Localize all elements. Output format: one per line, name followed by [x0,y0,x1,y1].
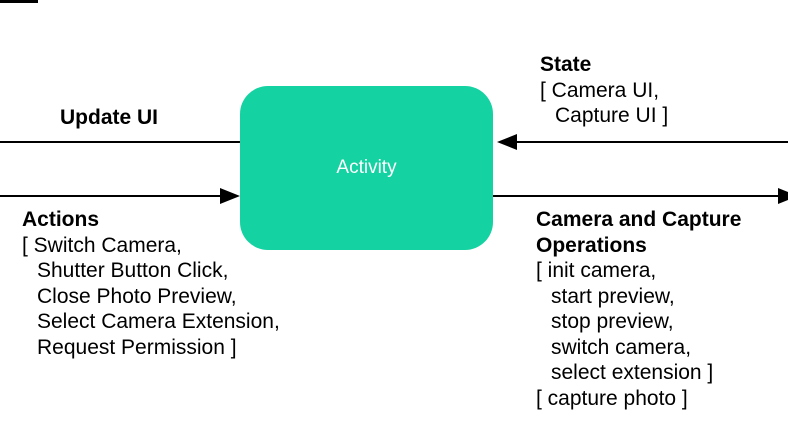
camera-ops-title: Operations [536,233,647,257]
state-arrow-line [515,141,788,143]
update-ui-label: Update UI [60,106,159,129]
camera-ops-label-block: Camera and Capture Operations [ init cam… [536,207,741,411]
actions-line: Shutter Button Click, [37,259,229,282]
camera-ops-line: [ capture photo ] [536,386,688,410]
top-edge-partial-line [0,0,38,3]
state-line: [ Camera UI, [540,78,660,102]
activity-box: Activity [240,86,493,250]
camera-ops-line: start preview, [551,284,675,308]
camera-ops-arrowhead-icon [778,188,788,204]
camera-ops-line: stop preview, [551,310,674,333]
state-title: State [540,53,592,76]
actions-arrowhead-icon [220,188,240,204]
state-label-block: State [ Camera UI, Capture UI ] [540,52,668,129]
camera-ops-arrow-line [493,195,788,197]
actions-label-block: Actions [ Switch Camera, Shutter Button … [22,207,280,360]
actions-line: [ Switch Camera, [22,233,182,257]
actions-line: Select Camera Extension, [37,310,280,333]
actions-arrow-line [0,195,224,197]
actions-line: Close Photo Preview, [37,284,237,308]
actions-title: Actions [22,208,100,231]
state-arrowhead-icon [497,134,517,150]
camera-ops-line: select extension ] [551,361,714,384]
update-ui-arrow-line [0,141,240,143]
activity-box-label: Activity [336,157,397,178]
camera-ops-line: switch camera, [551,335,692,359]
camera-ops-title: Camera and Capture [536,208,742,231]
actions-line: Request Permission ] [37,335,237,359]
state-line: Capture UI ] [555,104,669,127]
camera-ops-line: [ init camera, [536,259,657,282]
